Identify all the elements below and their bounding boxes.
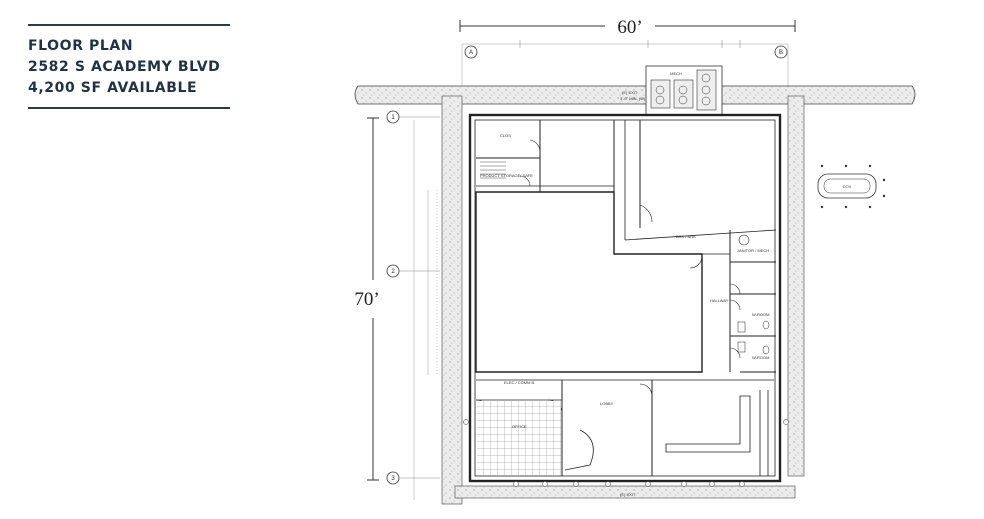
room-lobby-label: LOBBY [600, 401, 614, 406]
rooftop-mech-units: MECH [645, 65, 723, 117]
grid-row-1: 1 [391, 115, 395, 121]
header-title-block: FLOOR PLAN 2582 S ACADEMY BLVD 4,200 SF … [28, 26, 230, 107]
aux-dimension-lines [413, 43, 789, 500]
room-break-label: BRK / BRK [676, 234, 696, 239]
room-storage-label: PRODUCT STORAGE/ SAFE [480, 173, 533, 178]
restroom-core [689, 230, 776, 373]
grid-row-2: 2 [391, 269, 395, 275]
grid-col-a: A [469, 50, 473, 56]
room-wroom-1-label: W-ROOM [752, 312, 769, 317]
exit-top-sub-label: 3’-0" MIN. (W) [620, 96, 646, 101]
exit-top-label: (E) EXIT [622, 90, 638, 95]
cox-label: COX [843, 184, 852, 189]
room-clos-label: CLOS [500, 133, 511, 138]
width-dimension: 60’ [459, 17, 796, 38]
header-area: 4,200 SF AVAILABLE [28, 80, 198, 96]
depth-dimension: 70’ [354, 117, 380, 481]
top-right-room [624, 120, 777, 241]
sidewalk-right [787, 95, 805, 477]
mech-label: MECH [670, 71, 682, 76]
sidewalk-bottom [454, 485, 796, 499]
bottom-rooms [475, 379, 774, 476]
header-top-rule [28, 24, 230, 26]
top-dimension-ticks [519, 40, 741, 48]
width-dimension-label: 60’ [617, 17, 642, 38]
sidewalk-top [354, 85, 916, 105]
room-hallway-label: HALLWAY [710, 298, 729, 303]
header-title: FLOOR PLAN [28, 38, 134, 54]
header-bottom-rule [28, 107, 230, 109]
top-left-rooms [476, 120, 615, 192]
room-elec-label: ELEC / COMM B [504, 380, 535, 385]
sidewalk-left [441, 95, 463, 505]
plan-header: FLOOR PLAN 2582 S ACADEMY BLVD 4,200 SF … [28, 24, 230, 109]
room-office-label: OFFICE [512, 424, 527, 429]
exterior-equipment-cox: COX [817, 164, 886, 209]
grid-bubbles: A B 1 2 3 [386, 45, 788, 485]
bottom-window-markers [463, 419, 789, 487]
room-wroom-2-label: W-ROOM [752, 355, 769, 360]
room-janitor-label: JANITOR / MECH [737, 248, 769, 253]
office-tile-floor [477, 401, 561, 475]
exit-bottom-label: (E) EXIT [620, 492, 636, 497]
grid-row-3: 3 [391, 476, 395, 482]
depth-dimension-label: 70’ [354, 289, 379, 310]
header-address: 2582 S ACADEMY BLVD [28, 59, 221, 75]
grid-col-b: B [779, 50, 783, 56]
